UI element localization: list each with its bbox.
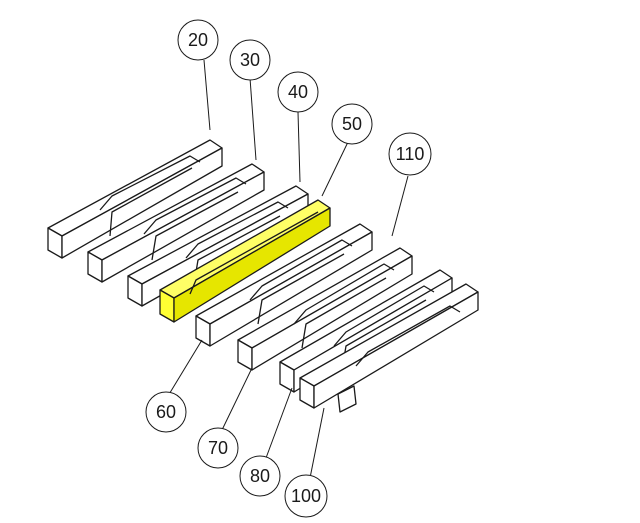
leader-40 — [297, 111, 301, 183]
leader-50 — [321, 141, 349, 197]
leader-110 — [391, 175, 409, 237]
part-50[interactable] — [159, 199, 331, 323]
leader-20 — [203, 59, 211, 131]
part-70[interactable] — [237, 247, 413, 371]
leader-80 — [265, 387, 293, 459]
callout-label-70: 70 — [208, 438, 228, 458]
callout-80[interactable]: 80 — [239, 455, 281, 497]
callout-label-40: 40 — [288, 82, 308, 102]
callout-50[interactable]: 50 — [331, 103, 373, 145]
callout-60[interactable]: 60 — [145, 391, 187, 433]
leader-60 — [167, 339, 203, 397]
callout-30[interactable]: 30 — [229, 39, 271, 81]
callout-label-50: 50 — [342, 114, 362, 134]
leader-70 — [221, 367, 253, 431]
callout-40[interactable]: 40 — [277, 71, 319, 113]
callout-110[interactable]: 110 — [388, 132, 432, 176]
callout-100[interactable]: 100 — [284, 474, 328, 518]
leader-lines — [167, 59, 409, 479]
callout-label-20: 20 — [188, 30, 208, 50]
leader-100 — [309, 407, 325, 479]
part-20[interactable] — [47, 139, 223, 259]
callout-70[interactable]: 70 — [197, 427, 239, 469]
leader-30 — [249, 77, 257, 161]
callout-label-110: 110 — [396, 144, 425, 164]
callout-label-60: 60 — [156, 402, 176, 422]
callout-20[interactable]: 20 — [177, 19, 219, 61]
callout-label-80: 80 — [250, 466, 270, 486]
callout-label-30: 30 — [240, 50, 260, 70]
part-30[interactable] — [87, 163, 265, 283]
part-100[interactable] — [299, 283, 479, 413]
callout-label-100: 100 — [291, 486, 321, 506]
part-60[interactable] — [195, 223, 373, 347]
